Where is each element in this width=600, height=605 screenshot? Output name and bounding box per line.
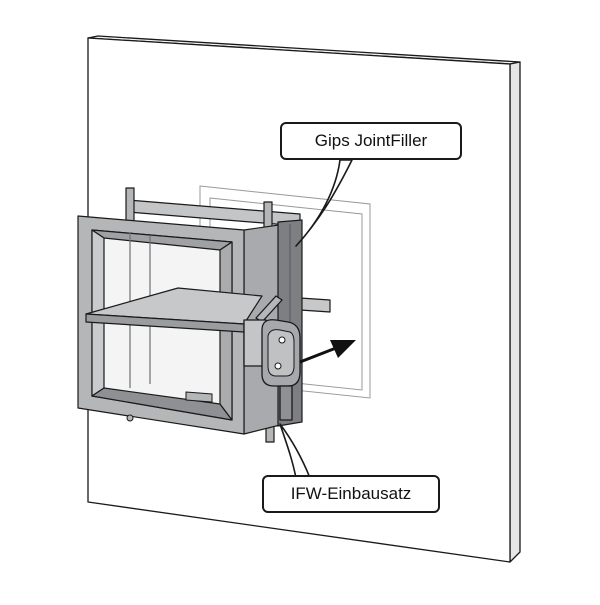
wall-side-edge — [509, 61, 521, 563]
blade-shaft — [299, 297, 331, 313]
callout-leaders — [279, 159, 353, 479]
callout-ifw-einbausatz-label: IFW-Einbausatz — [290, 484, 412, 503]
callout-gips-jointfiller-label: Gips JointFiller — [314, 131, 428, 150]
leader-ifw-einbausatz — [279, 423, 311, 479]
damper-blade — [85, 287, 331, 333]
leader-gips-jointfiller — [295, 159, 353, 247]
mounting-lug-top-left — [125, 187, 135, 223]
direction-arrow — [299, 340, 356, 364]
actuator-lower-mount — [279, 385, 293, 421]
bottom-bracket — [126, 391, 213, 422]
callout-gips-jointfiller: Gips JointFiller — [280, 122, 462, 160]
callout-ifw-einbausatz: IFW-Einbausatz — [262, 475, 440, 513]
actuator-unit — [243, 295, 301, 421]
